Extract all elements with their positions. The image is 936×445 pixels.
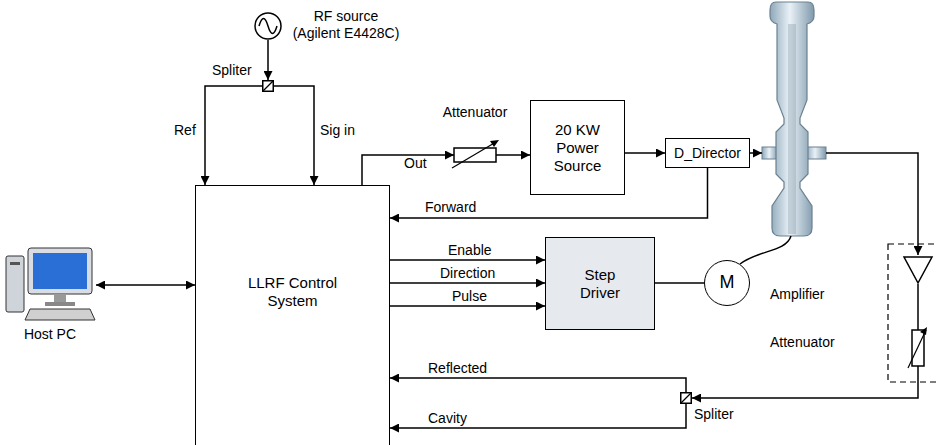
part-label: Amplifier — [770, 286, 824, 303]
cavity-port — [806, 147, 826, 159]
pickup-wire — [826, 153, 918, 255]
part-label: Host PC — [4, 326, 96, 343]
part-label: Spliter — [212, 62, 252, 79]
signal-wire — [362, 155, 454, 185]
part-label: Spliter — [694, 406, 734, 423]
part-label: Attenuator — [440, 104, 510, 121]
symbol — [262, 80, 274, 92]
variable-arrow — [452, 142, 496, 168]
signal-wire — [655, 282, 704, 284]
symbol — [908, 326, 928, 370]
signal-wire — [390, 378, 686, 392]
box-label: Step Driver — [570, 266, 630, 302]
part-label: RF source (Agilent E4428C) — [290, 8, 402, 42]
signal-wire — [390, 305, 545, 307]
signal-wire — [692, 366, 918, 398]
pc-monitor — [28, 248, 92, 294]
pc-stand — [54, 294, 66, 302]
sine-symbol — [259, 19, 277, 34]
splitter-diagonal — [263, 81, 274, 92]
symbol — [254, 12, 282, 40]
signal-wire — [390, 282, 545, 284]
signal-wire — [205, 86, 262, 185]
source-circle — [255, 13, 281, 39]
variable-arrow — [908, 330, 926, 368]
box-label: 20 KW Power Source — [543, 121, 613, 175]
symbol — [903, 256, 933, 284]
signal-label: Cavity — [428, 410, 467, 427]
box-label: D_Director — [674, 145, 741, 162]
motor: M — [704, 260, 750, 306]
signal-label: Enable — [448, 242, 492, 259]
signal-wire — [96, 284, 195, 286]
signal-label: Pulse — [452, 288, 487, 305]
symbol — [4, 246, 96, 324]
signal-label: Sig in — [320, 122, 355, 139]
rf-cavity — [770, 2, 814, 236]
pc-drive — [10, 262, 20, 265]
symbol — [450, 138, 500, 168]
signal-label: Out — [404, 155, 427, 172]
pc-base — [45, 302, 75, 306]
motor-shaft — [740, 236, 791, 264]
pc-tower — [6, 256, 24, 312]
variable-arrowhead — [920, 327, 927, 335]
signal-wire — [496, 154, 530, 156]
dashed-group — [888, 244, 936, 382]
signal-wire — [390, 259, 545, 261]
box-label: LLRF Control System — [238, 274, 348, 310]
signal-label: Reflected — [428, 360, 487, 377]
pc-keyboard — [25, 309, 95, 320]
signal-label: Direction — [440, 265, 495, 282]
signal-wire — [274, 86, 314, 185]
llrf-box: LLRF Control System — [195, 185, 390, 445]
power-source: 20 KW Power Source — [530, 100, 625, 195]
variable-arrowhead — [490, 140, 499, 147]
beam-pipe — [788, 24, 796, 234]
signal-wire — [917, 284, 919, 330]
amplifier-triangle — [904, 257, 932, 283]
step-driver: Step Driver — [545, 237, 655, 330]
signal-label: Ref — [174, 122, 196, 139]
splitter-diagonal — [681, 393, 692, 404]
signal-wire — [390, 404, 686, 428]
splitter-symbol — [263, 81, 274, 92]
splitter-symbol — [681, 393, 692, 404]
symbol — [680, 392, 692, 404]
part-label: Attenuator — [770, 334, 835, 351]
signal-wire — [625, 152, 665, 154]
box-label: M — [720, 272, 735, 294]
signal-label: Forward — [425, 199, 476, 216]
pc-screen — [33, 253, 87, 289]
signal-wire — [267, 40, 269, 80]
directional-coupler: D_Director — [665, 138, 750, 168]
coupler-wire — [750, 152, 762, 154]
